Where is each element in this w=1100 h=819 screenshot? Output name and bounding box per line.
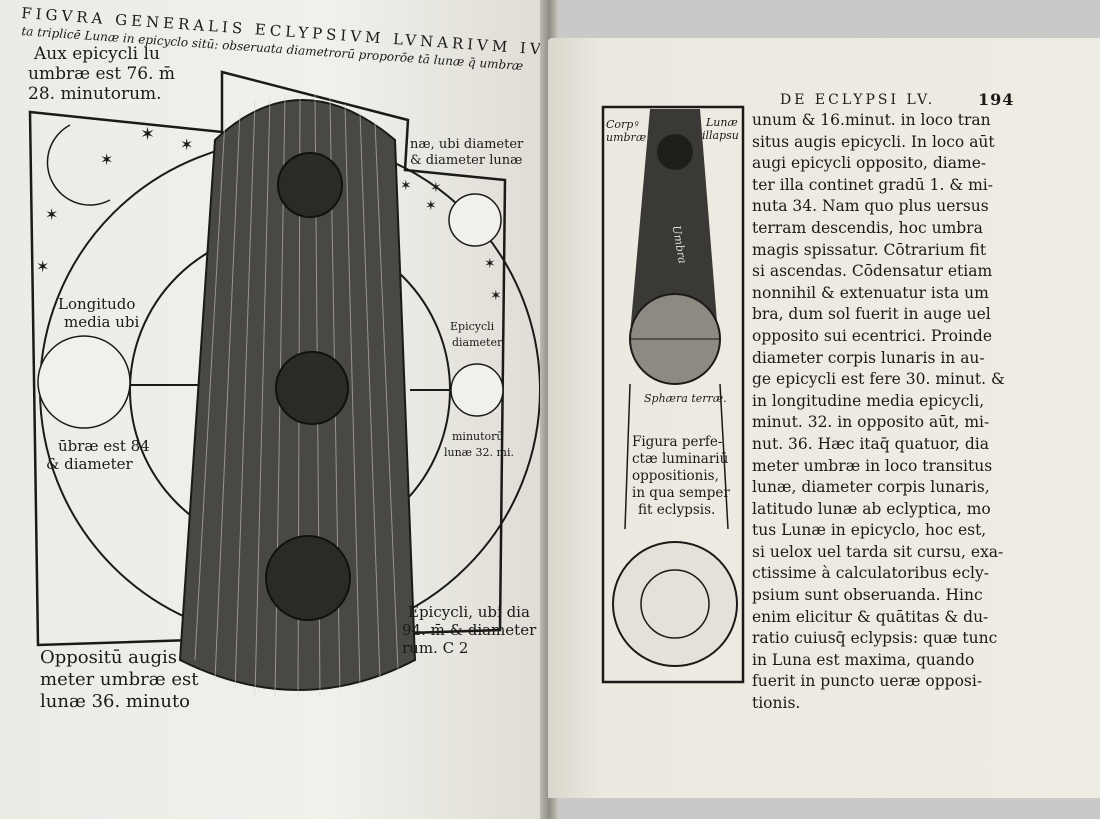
label-sphaera-terrae: Sphæra terræ.	[644, 392, 727, 405]
body-text-line: opposito sui ecentrici. Proinde	[752, 326, 993, 345]
label-epicycli-bottom-1: Epicycli, ubi dia	[408, 603, 530, 621]
svg-text:✶: ✶	[425, 198, 437, 214]
body-text-line: ctissime à calculatoribus ecly-	[752, 564, 989, 583]
body-text-line: terram descendis, hoc umbra	[752, 218, 983, 237]
body-text-line: in Luna est maxima, quando	[752, 650, 975, 669]
label-oppositum-1: Oppositū augis	[40, 647, 178, 668]
label-lunae-illapsu-2: illapsu	[702, 129, 739, 142]
body-text-line: ge epicycli est fere 30. minut. &	[752, 370, 1005, 389]
shadow-cone-figure	[601, 105, 745, 684]
moon-face-right-icon	[450, 363, 504, 417]
moon-face-icon	[265, 535, 351, 621]
body-text-line: lunæ, diameter corpis lunaris,	[752, 478, 990, 497]
label-longitudo-2: media ubi	[64, 313, 140, 331]
body-text-line: in longitudine media epicycli,	[752, 391, 985, 410]
label-longitudo-bottom-2: & diameter	[46, 455, 133, 473]
svg-text:✶: ✶	[490, 288, 502, 304]
label-aux-1: Aux epicycli lu	[34, 44, 160, 64]
caption-4: in qua semper	[632, 485, 730, 501]
label-lunae-illapsu-1: Lunæ	[706, 116, 738, 129]
moon-faces	[265, 152, 351, 621]
label-epicycli-right-3: minutorū	[452, 430, 504, 443]
body-text-line: psium sunt obseruanda. Hinc	[752, 586, 983, 605]
stars: ✶ ✶ ✶ ✶ ✶ ✶ ✶ ✶ ✶ ✶	[36, 124, 502, 304]
body-text-line: si uelox uel tarda sit cursu, exa-	[752, 542, 1004, 561]
label-epicycli-right-1: Epicycli	[450, 320, 495, 333]
label-longitudo-1: Longitudo	[58, 295, 136, 313]
label-aux-3: 28. minutorum.	[28, 84, 162, 104]
svg-text:✶: ✶	[430, 180, 442, 196]
body-text-line: situs augis epicycli. In loco aūt	[752, 132, 995, 151]
body-text-line: unum & 16.minut. in loco tran	[752, 111, 991, 129]
caption-3: oppositionis,	[632, 468, 719, 484]
label-longitudo-bottom-1: ūbræ est 84	[58, 437, 150, 455]
body-text-column: unum & 16.minut. in loco tran situs augis…	[752, 110, 1005, 715]
left-page: FIGVRA GENERALIS ECLYPSIVM LVNARIVM IVX/…	[0, 0, 569, 819]
svg-text:✶: ✶	[100, 150, 113, 169]
body-text-line: nonnihil & extenuatur ista um	[752, 283, 989, 302]
body-text-line: tus Lunæ in epicyclo, hoc est,	[752, 521, 987, 540]
svg-text:✶: ✶	[180, 135, 193, 154]
svg-text:✶: ✶	[36, 257, 49, 276]
page-number: 194	[978, 90, 1015, 109]
eclipse-woodcut-diagram: ✶ ✶ ✶ ✶ ✶ ✶ ✶ ✶ ✶ ✶	[28, 70, 541, 699]
label-aux-2: umbræ est 76. m̄	[28, 64, 176, 84]
label-oppositum-2: meter umbræ est	[40, 669, 199, 690]
label-top-right-2: & diameter lunæ	[410, 153, 523, 168]
label-top-right-1: næ, ubi diameter	[410, 137, 524, 152]
moon-face-icon	[275, 351, 349, 425]
moon-face-icon	[277, 152, 343, 218]
body-text-line: nut. 36. Hæc itaq̄ quatuor, dia	[752, 434, 989, 453]
running-head: DE ECLYPSI LV.	[780, 92, 936, 108]
caption-5: fit eclypsis.	[638, 502, 716, 518]
body-text-line: nuta 34. Nam quo plus uersus	[752, 197, 989, 216]
label-epicycli-right-2: diameter	[452, 336, 503, 349]
body-text-line: minut. 32. in opposito aūt, mi-	[752, 413, 990, 432]
svg-text:✶: ✶	[140, 124, 155, 145]
body-text-line: tionis.	[752, 694, 801, 713]
label-epicycli-bottom-3: rum. C 2	[402, 639, 469, 657]
svg-text:✶: ✶	[400, 178, 412, 194]
body-text-line: bra, dum sol fuerit in auge uel	[752, 305, 991, 324]
crescent-moon-icon	[46, 124, 111, 206]
body-text-line: enim elicitur & quātitas & du-	[752, 607, 989, 626]
label-oppositum-3: lunæ 36. minuto	[40, 691, 191, 712]
body-text-line: magis spissatur. Cōtrarium fit	[752, 240, 987, 259]
body-text-line: diameter corpis lunaris in au-	[752, 348, 985, 367]
caption-1: Figura perfe-	[632, 434, 723, 450]
label-epicycli-right-4: lunæ 32. mi.	[444, 446, 514, 459]
label-corpus-umbrae-2: umbræ	[606, 131, 647, 144]
body-text-line: si ascendas. Cōdensatur etiam	[752, 262, 993, 281]
body-text-line: meter umbræ in loco transitus	[752, 456, 993, 475]
sun-face-icon	[448, 193, 502, 247]
body-text-line: augi epicycli opposito, diame-	[752, 154, 987, 173]
label-epicycli-bottom-2: 94. m̄ & diameter	[402, 621, 537, 639]
right-page: DE ECLYPSI LV. 194 Corpꝰ umbræ Lunæ illa…	[548, 38, 1100, 798]
svg-text:✶: ✶	[45, 205, 58, 224]
body-text-line: ter illa continet gradū 1. & mi-	[752, 175, 994, 194]
caption-2: ctæ luminariū	[632, 451, 729, 467]
moon-face-icon	[657, 134, 693, 170]
label-corpus-umbrae-1: Corpꝰ	[606, 118, 638, 131]
body-text-line: fuerit in puncto ueræ opposi-	[752, 672, 983, 691]
sun-face-icon	[612, 541, 738, 667]
svg-text:✶: ✶	[484, 256, 496, 272]
body-text-line: latitudo lunæ ab eclyptica, mo	[752, 499, 991, 518]
body-text-line: ratio cuiusq̄ eclypsis: quæ tunc	[752, 629, 998, 648]
moon-face-left-icon	[37, 335, 131, 429]
